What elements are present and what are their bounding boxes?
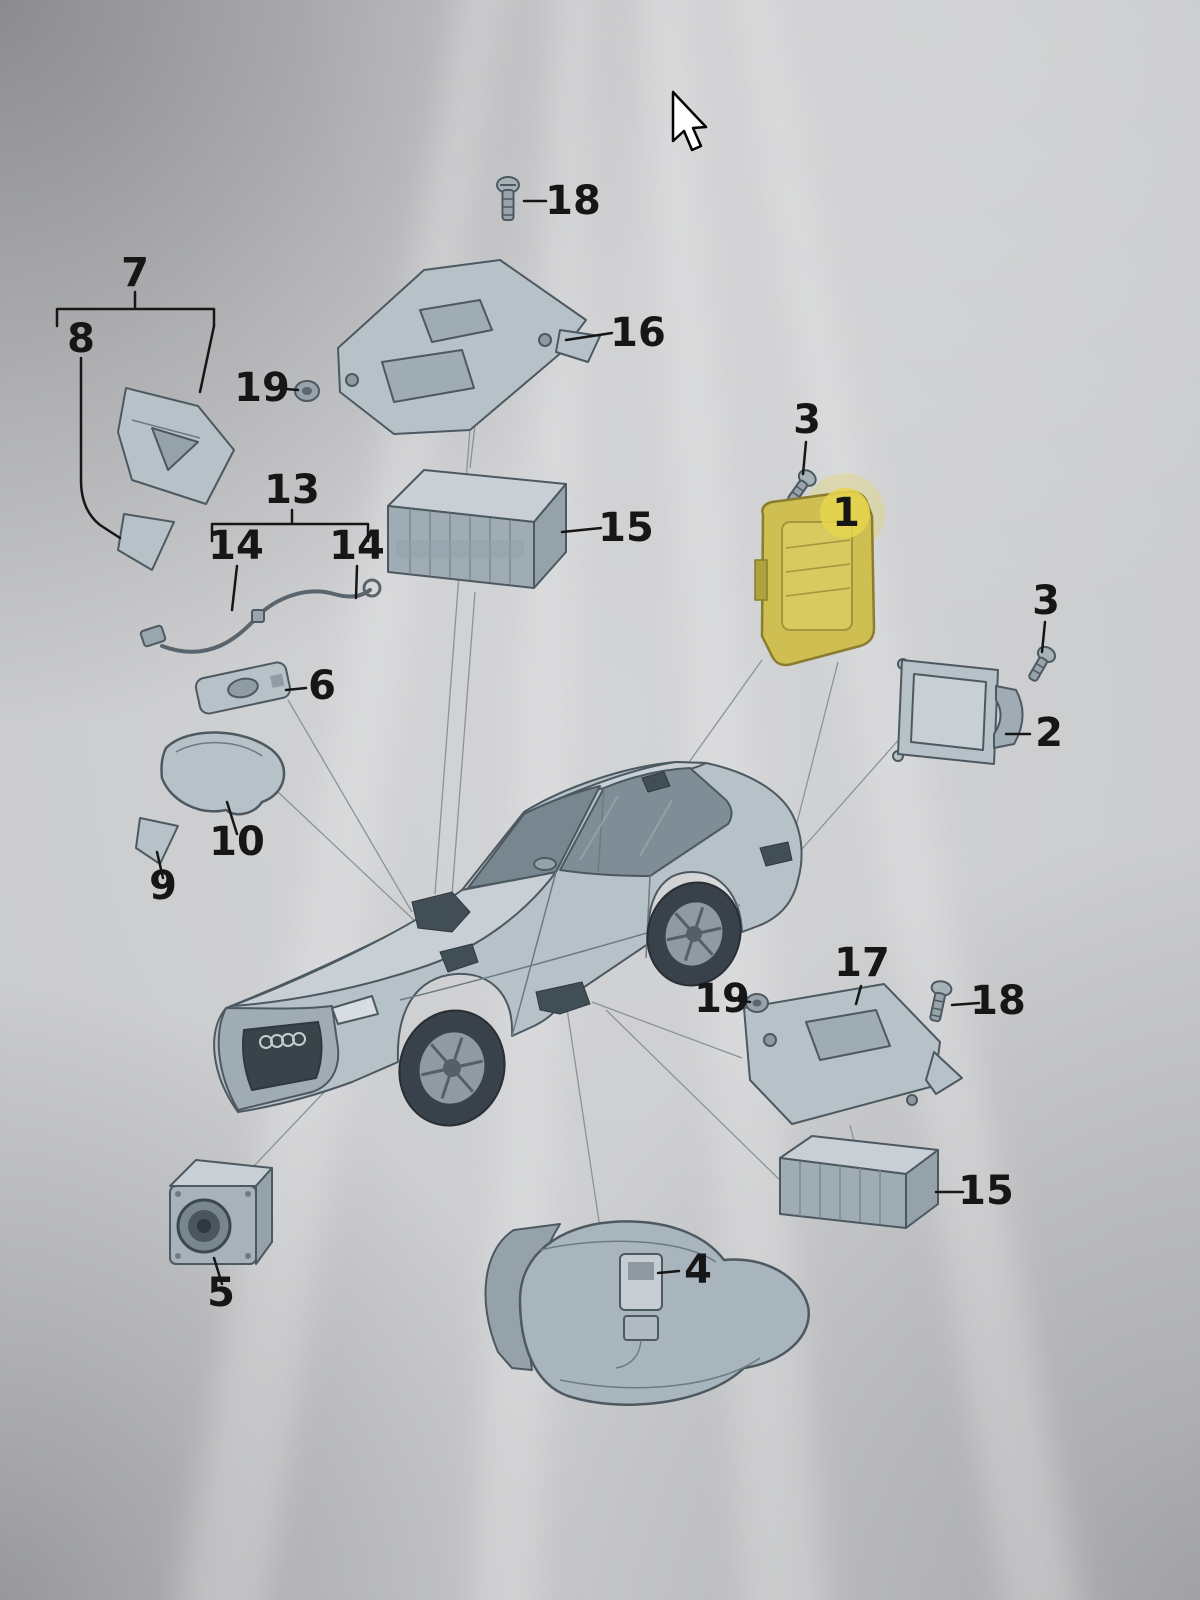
part-grommet-bottom[interactable] (745, 993, 769, 1013)
callout-14-left[interactable]: 14 (208, 523, 264, 569)
part-bracket-cover[interactable] (117, 387, 235, 505)
callout-1[interactable]: 1 (832, 490, 860, 536)
callout-19-bottom[interactable]: 19 (694, 976, 750, 1022)
callout-8[interactable]: 8 (67, 316, 95, 362)
callout-10[interactable]: 10 (209, 819, 265, 865)
part-control-module-selected[interactable] (754, 473, 885, 667)
callout-15-bottom[interactable]: 15 (958, 1168, 1014, 1214)
mouse-cursor-icon (671, 90, 708, 152)
callout-14-right[interactable]: 14 (329, 523, 385, 569)
callout-9[interactable]: 9 (149, 863, 177, 909)
part-screw-bottom[interactable] (925, 979, 953, 1023)
part-location-patches (411, 771, 793, 1015)
part-screw-top[interactable] (496, 176, 520, 221)
callout-3-top[interactable]: 3 (793, 397, 821, 443)
part-mounting-bracket-bottom[interactable] (743, 983, 963, 1125)
callout-6[interactable]: 6 (308, 663, 336, 709)
front-wheel (398, 1009, 506, 1127)
callout-15-top[interactable]: 15 (598, 505, 654, 551)
callout-13[interactable]: 13 (264, 467, 320, 513)
car-illustration (213, 761, 803, 1127)
callout-7[interactable]: 7 (121, 250, 149, 296)
part-control-module-top[interactable] (387, 469, 567, 589)
part-radar-sensor[interactable] (892, 658, 1024, 765)
callout-4[interactable]: 4 (684, 1247, 712, 1293)
grille-rings-logo (259, 1032, 306, 1049)
callout-leader-lines (55, 199, 1047, 1286)
part-front-camera[interactable] (169, 1159, 273, 1265)
callout-16[interactable]: 16 (610, 310, 666, 356)
part-wiring-harness[interactable] (139, 578, 382, 654)
part-control-module-bottom[interactable] (779, 1135, 939, 1229)
callout-5[interactable]: 5 (207, 1270, 235, 1316)
part-interior-sensor[interactable] (194, 661, 292, 715)
callout-3-right[interactable]: 3 (1032, 578, 1060, 624)
turn-signal-module[interactable] (615, 1253, 663, 1369)
callout-19-top[interactable]: 19 (234, 365, 290, 411)
part-cover-triangle[interactable] (117, 513, 175, 571)
callout-18-top[interactable]: 18 (545, 178, 601, 224)
callout-18-bottom[interactable]: 18 (970, 978, 1026, 1024)
callout-17[interactable]: 17 (834, 940, 890, 986)
part-mounting-bracket-top[interactable] (337, 259, 601, 435)
part-mirror-housing[interactable] (160, 731, 286, 816)
part-grommet-top[interactable] (294, 380, 320, 402)
callout-labels: 18 7 8 16 19 13 14 14 15 3 1 3 2 6 10 9 … (67, 178, 1063, 1316)
rear-wheel (646, 881, 742, 987)
callout-2[interactable]: 2 (1035, 710, 1063, 756)
part-door-mirror[interactable] (484, 1220, 811, 1406)
